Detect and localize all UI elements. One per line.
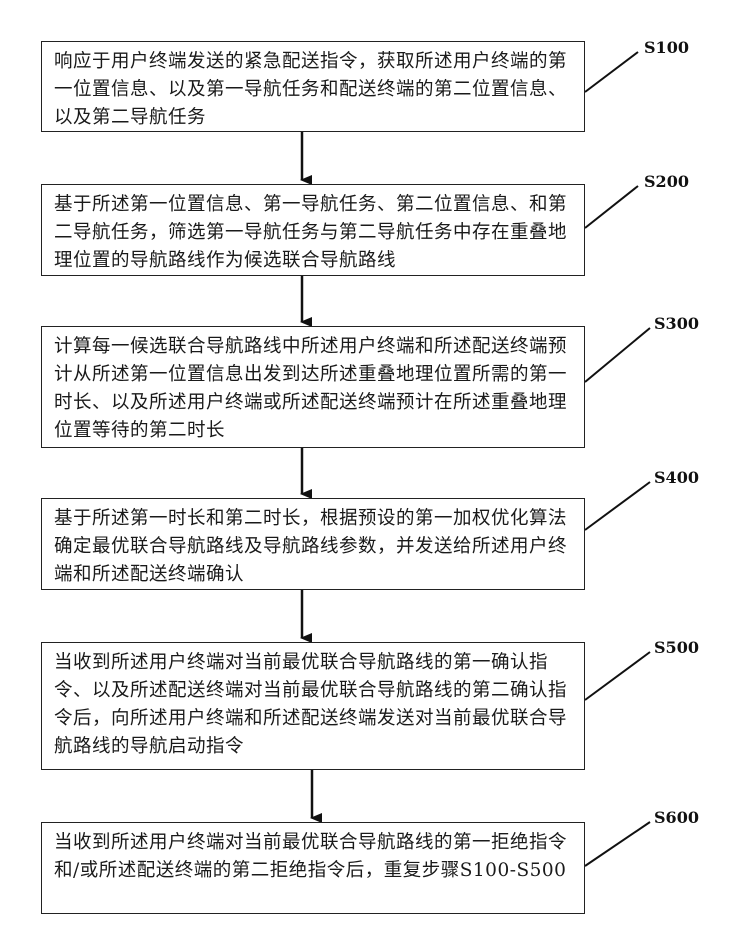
leader-line-s100 (585, 52, 638, 92)
step-label-s500: S500 (654, 638, 699, 657)
step-text: 当收到所述用户终端对当前最优联合导航路线的第一拒绝指令和/或所述配送终端的第二拒… (54, 829, 574, 885)
step-box-s100: 响应于用户终端发送的紧急配送指令，获取所述用户终端的第一位置信息、以及第一导航任… (41, 41, 585, 132)
step-text: 计算每一候选联合导航路线中所述用户终端和所述配送终端预计从所述第一位置信息出发到… (54, 333, 574, 445)
step-text: 基于所述第一位置信息、第一导航任务、第二位置信息、和第二导航任务，筛选第一导航任… (54, 191, 574, 275)
step-box-s400: 基于所述第一时长和第二时长，根据预设的第一加权优化算法确定最优联合导航路线及导航… (41, 498, 585, 590)
step-label-s100: S100 (644, 38, 689, 57)
step-box-s500: 当收到所述用户终端对当前最优联合导航路线的第一确认指令、以及所述配送终端对当前最… (41, 642, 585, 770)
leader-line-s600 (585, 822, 650, 866)
step-label-s600: S600 (654, 808, 699, 827)
leader-line-s200 (585, 186, 638, 228)
step-text: 当收到所述用户终端对当前最优联合导航路线的第一确认指令、以及所述配送终端对当前最… (54, 649, 574, 761)
leader-line-s500 (585, 652, 650, 700)
step-box-s300: 计算每一候选联合导航路线中所述用户终端和所述配送终端预计从所述第一位置信息出发到… (41, 326, 585, 448)
step-label-s200: S200 (644, 172, 689, 191)
step-text: 响应于用户终端发送的紧急配送指令，获取所述用户终端的第一位置信息、以及第一导航任… (54, 48, 574, 132)
leader-line-s300 (585, 328, 650, 382)
leader-line-s400 (585, 482, 650, 530)
step-box-s200: 基于所述第一位置信息、第一导航任务、第二位置信息、和第二导航任务，筛选第一导航任… (41, 184, 585, 276)
step-label-s300: S300 (654, 314, 699, 333)
step-box-s600: 当收到所述用户终端对当前最优联合导航路线的第一拒绝指令和/或所述配送终端的第二拒… (41, 822, 585, 914)
step-label-s400: S400 (654, 468, 699, 487)
step-text: 基于所述第一时长和第二时长，根据预设的第一加权优化算法确定最优联合导航路线及导航… (54, 505, 574, 589)
